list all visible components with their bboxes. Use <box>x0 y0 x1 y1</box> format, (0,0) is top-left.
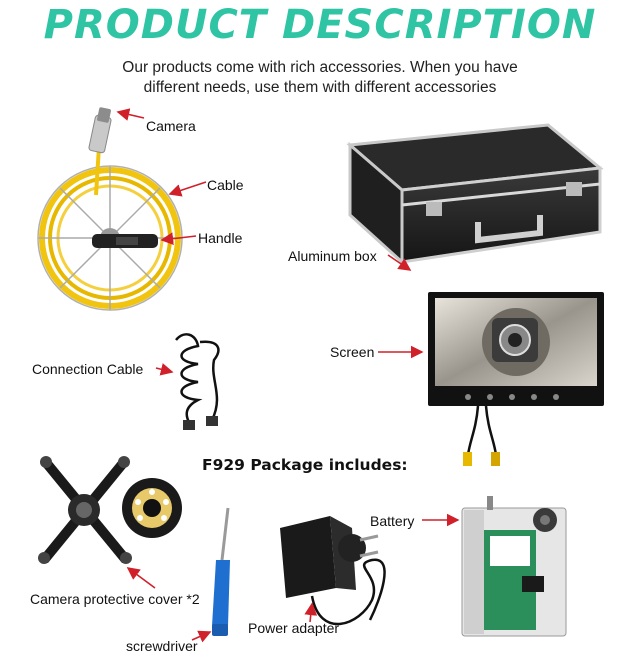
connection-cable <box>175 333 220 430</box>
battery-pack <box>461 496 567 637</box>
label-handle: Handle <box>198 230 243 246</box>
page-subtitle: Our products come with rich accessories.… <box>60 58 580 98</box>
label-camera-protective-cover: Camera protective cover *2 <box>30 591 200 607</box>
label-camera: Camera <box>146 118 196 134</box>
screwdriver <box>212 507 230 636</box>
package-title: F929 Package includes: <box>202 456 408 474</box>
power-adapter <box>280 516 386 626</box>
label-aluminum-box: Aluminum box <box>288 248 377 264</box>
label-screen: Screen <box>330 344 375 360</box>
subtitle-line-1: Our products come with rich accessories.… <box>122 59 518 76</box>
label-battery: Battery <box>370 513 415 529</box>
protective-cover-cross <box>38 456 132 564</box>
pointer-arrows <box>116 108 460 643</box>
protective-cover-ring <box>122 478 182 538</box>
label-cable: Cable <box>207 177 244 193</box>
camera-probe <box>88 107 112 196</box>
label-power-adapter: Power adapter <box>248 620 340 636</box>
monitor-screen <box>428 292 604 466</box>
subtitle-line-2: different needs, use them with different… <box>143 79 497 96</box>
label-screwdriver: screwdriver <box>126 638 198 654</box>
cable-reel <box>37 165 183 311</box>
label-connection-cable: Connection Cable <box>32 361 144 377</box>
page-title: PRODUCT DESCRIPTION <box>43 2 597 48</box>
aluminum-box <box>346 123 604 266</box>
